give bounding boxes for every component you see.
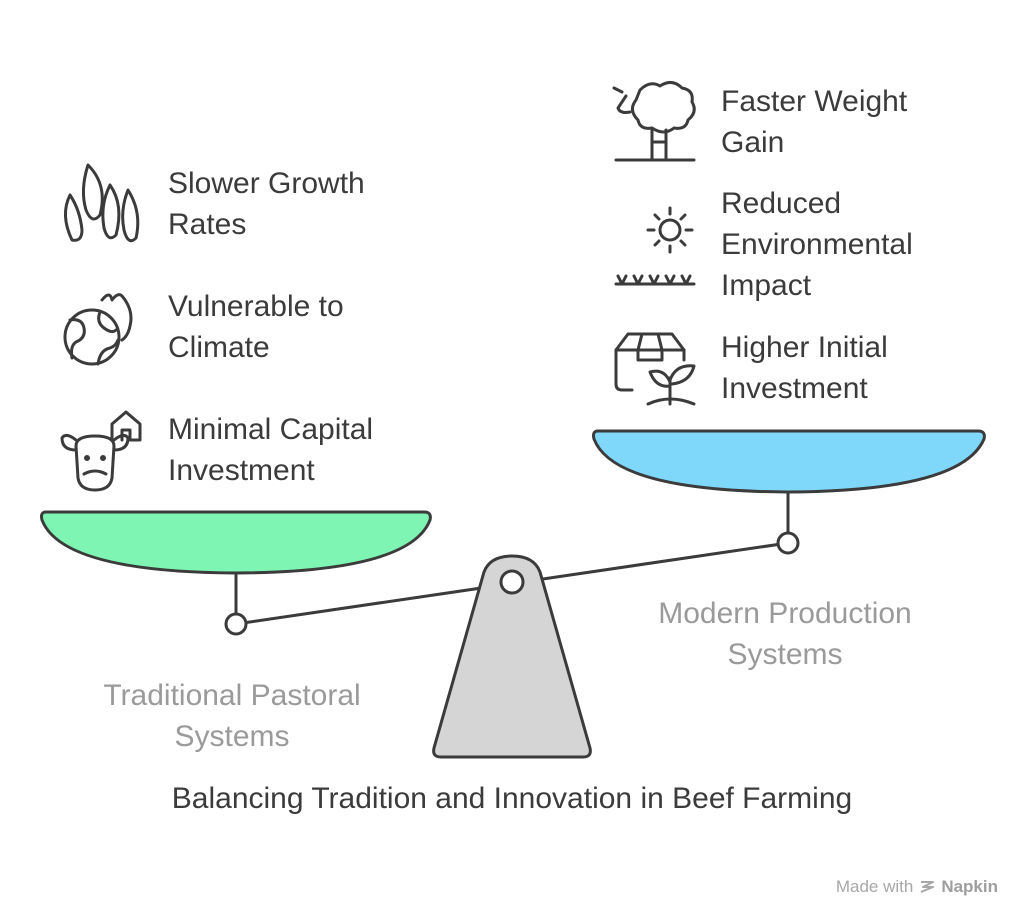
item-line: Impact: [721, 269, 812, 302]
fulcrum-pivot: [499, 569, 525, 595]
diagram-title: Balancing Tradition and Innovation in Be…: [171, 782, 853, 815]
caption-line: Systems: [727, 638, 843, 671]
right-item-environment: Reduced Environmental Impact: [721, 183, 913, 306]
caption-line: Modern Production: [658, 597, 912, 630]
left-item-growth: Slower Growth Rates: [168, 163, 365, 245]
brand-prefix: Made with: [835, 877, 914, 896]
sun-grass-icon: [614, 206, 696, 286]
item-line: Reduced: [721, 187, 842, 220]
caption-line: Traditional Pastoral: [103, 679, 361, 712]
left-pan: [40, 510, 432, 575]
right-item-weight-gain: Faster Weight Gain: [721, 81, 907, 163]
right-pin: [776, 531, 800, 555]
item-line: Faster Weight: [721, 85, 908, 118]
item-line: Investment: [721, 372, 868, 405]
item-line: Rates: [168, 208, 247, 241]
item-line: Higher Initial: [721, 331, 888, 364]
cow-house-icon: [60, 410, 142, 492]
item-line: Climate: [168, 331, 270, 364]
left-caption: Traditional Pastoral Systems: [32, 675, 432, 757]
left-item-capital: Minimal Capital Investment: [168, 409, 373, 491]
right-pan: [592, 429, 986, 494]
napkin-logo-icon: [920, 881, 935, 893]
item-line: Investment: [168, 454, 315, 487]
left-pin: [224, 612, 248, 636]
right-caption: Modern Production Systems: [585, 593, 985, 675]
box-sprout-icon: [614, 332, 696, 406]
right-item-investment: Higher Initial Investment: [721, 327, 888, 409]
sheep-icon: [612, 81, 696, 162]
globe-fire-icon: [63, 293, 133, 366]
caption-line: Systems: [174, 720, 290, 753]
item-line: Environmental: [721, 228, 913, 261]
left-item-climate: Vulnerable to Climate: [168, 286, 344, 368]
wheat-grains-icon: [64, 163, 140, 243]
item-line: Vulnerable to: [168, 290, 344, 323]
brand-name: Napkin: [941, 877, 998, 896]
item-line: Slower Growth: [168, 167, 365, 200]
item-line: Gain: [721, 126, 785, 159]
napkin-brand: Made with Napkin: [836, 876, 998, 898]
item-line: Minimal Capital: [168, 413, 374, 446]
fulcrum: [432, 554, 592, 759]
